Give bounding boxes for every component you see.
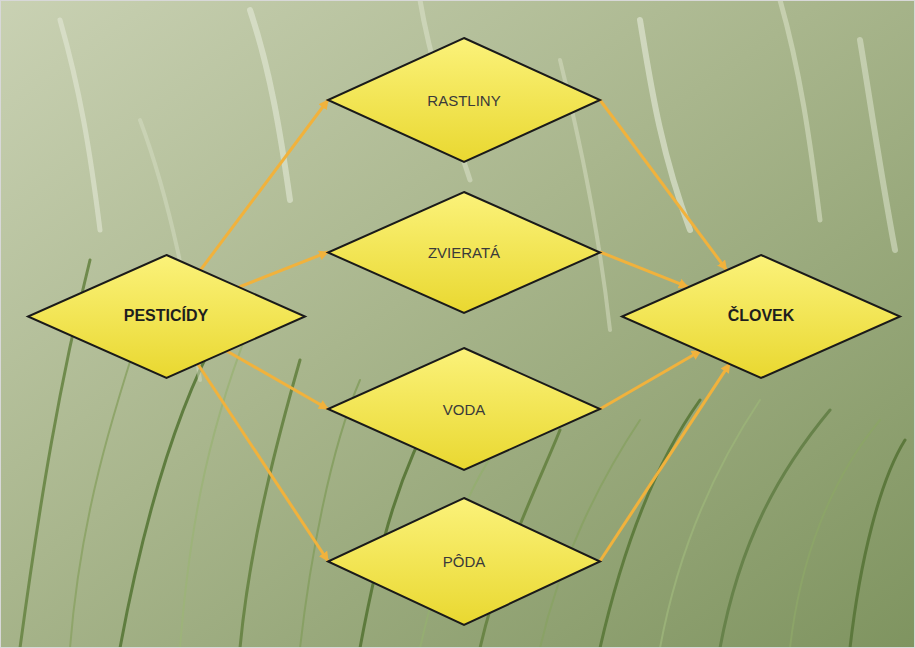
flow-arrow: [600, 364, 730, 561]
node-label: RASTLINY: [427, 92, 500, 109]
pathway-diamond: VODA: [328, 348, 600, 470]
flow-arrow: [239, 252, 328, 287]
pathway-diamond: PÔDA: [328, 498, 600, 625]
node-label: PÔDA: [443, 553, 486, 570]
diamond-fill: [328, 38, 600, 162]
node-label: VODA: [443, 401, 486, 418]
flow-arrow: [600, 100, 727, 270]
flow-arrow: [201, 100, 328, 270]
diamond-fill: [328, 192, 600, 313]
diamond-fill: [328, 498, 600, 625]
diamond-fill: [328, 348, 600, 470]
node-label: PESTICÍDY: [124, 307, 208, 325]
flow-arrow: [600, 351, 701, 409]
diamond-fill: [622, 255, 900, 378]
target-diamond: ČLOVEK: [622, 255, 900, 378]
diamond-fill: [28, 255, 305, 378]
flow-arrow: [226, 351, 328, 409]
flow-arrow: [197, 364, 328, 562]
node-label: ČLOVEK: [728, 307, 795, 325]
source-diamond: PESTICÍDY: [28, 255, 305, 378]
pathway-diamond: ZVIERATÁ: [328, 192, 600, 313]
pathway-diamond: RASTLINY: [328, 38, 600, 162]
flow-arrow: [600, 252, 688, 287]
node-label: ZVIERATÁ: [428, 244, 500, 261]
